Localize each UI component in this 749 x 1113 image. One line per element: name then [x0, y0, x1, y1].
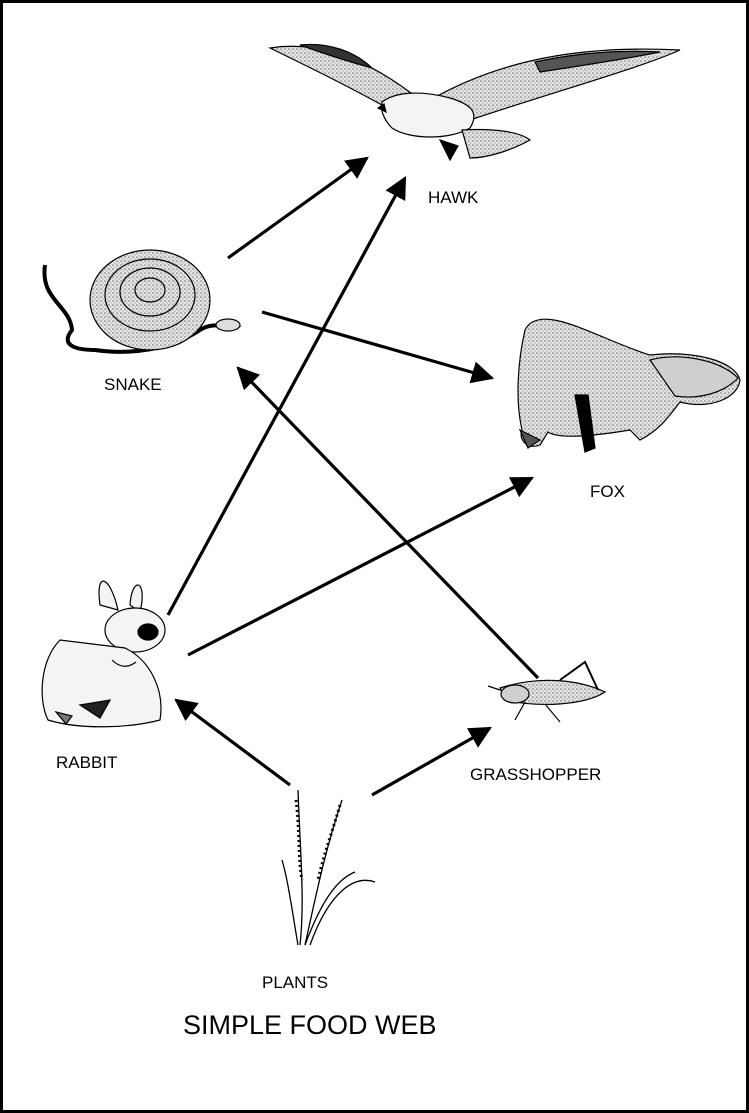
arrow-snake-to-hawk [228, 158, 367, 258]
hawk-illustration [270, 44, 680, 160]
snake-label: SNAKE [104, 375, 162, 395]
arrow-rabbit-to-hawk [168, 178, 405, 615]
arrow-grasshopper-to-snake [238, 368, 538, 678]
grasshopper-illustration [488, 662, 605, 722]
arrow-snake-to-fox [262, 312, 492, 378]
rabbit-illustration [42, 581, 165, 727]
fox-illustration [518, 319, 740, 452]
plants-illustration [282, 790, 375, 945]
snake-illustration [44, 250, 240, 352]
grasshopper-label: GRASSHOPPER [470, 765, 601, 785]
fox-label: FOX [590, 482, 625, 502]
rabbit-label: RABBIT [56, 753, 117, 773]
plants-label: PLANTS [262, 973, 328, 993]
diagram-title: SIMPLE FOOD WEB [183, 1010, 437, 1041]
hawk-label: HAWK [428, 188, 478, 208]
arrow-plants-to-rabbit [176, 700, 290, 785]
arrow-rabbit-to-fox [188, 478, 532, 655]
